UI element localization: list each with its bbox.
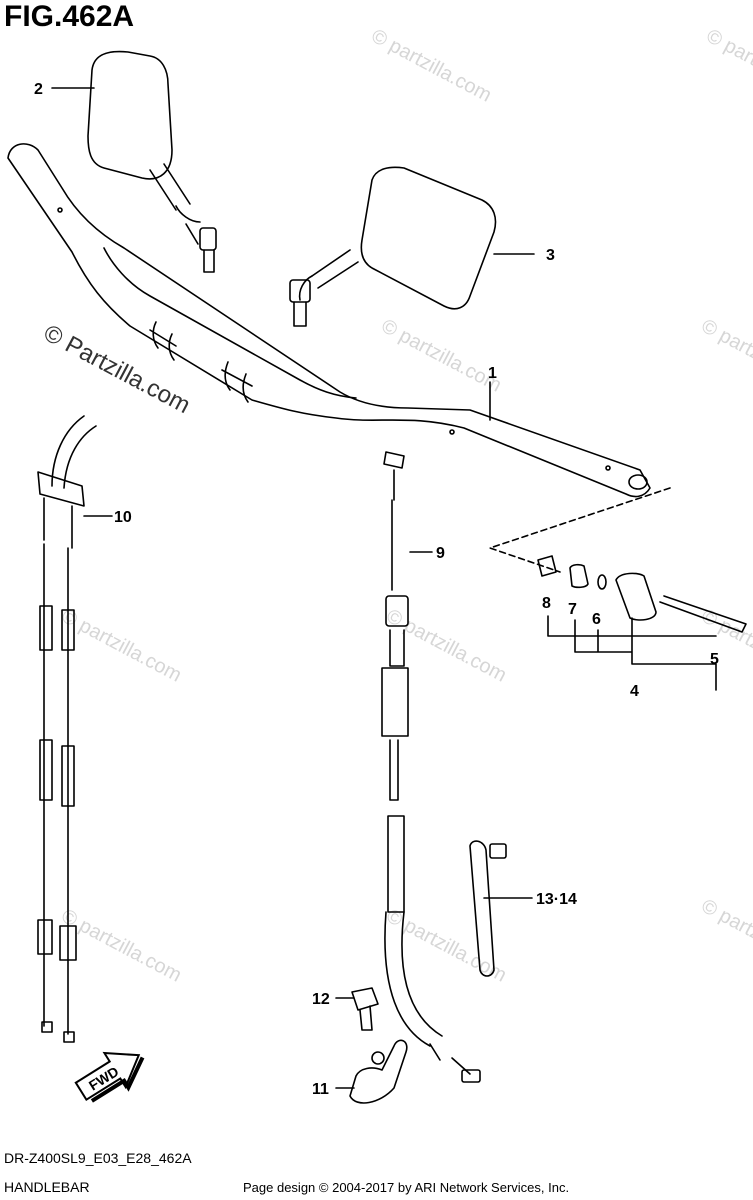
callout-5: 5 <box>710 651 719 668</box>
callout-13-14: 13·14 <box>536 891 577 908</box>
callout-6: 6 <box>592 611 601 628</box>
callout-9: 9 <box>436 545 445 562</box>
figure-name: HANDLEBAR <box>4 1179 90 1195</box>
callout-2: 2 <box>34 81 43 98</box>
cable-bracket-part <box>349 1039 408 1104</box>
figure-code: DR-Z400SL9_E03_E28_462A <box>4 1150 192 1166</box>
callout-1: 1 <box>488 365 497 382</box>
clamp-part <box>469 840 507 977</box>
watermark-tile: © partzilla.com <box>698 315 753 397</box>
callout-7: 7 <box>568 601 577 618</box>
callout-3: 3 <box>546 247 555 264</box>
figure-title: FIG.462A <box>4 0 135 33</box>
watermark-tile: © partzilla.com <box>368 25 495 107</box>
right-mirror-part <box>289 166 497 327</box>
watermark-tile: © partzilla.com <box>383 605 510 687</box>
clutch-cable-part <box>381 451 481 1083</box>
watermark-tile: © partzilla.com <box>698 895 753 977</box>
watermark-tile: © partzilla.com <box>378 315 505 397</box>
throttle-cable-part <box>37 415 97 1043</box>
watermark-tile: © partzilla.com <box>58 605 185 687</box>
left-mirror-part <box>87 50 217 273</box>
callout-10: 10 <box>114 509 132 526</box>
callout-leaders <box>51 87 535 1089</box>
bar-end-parts <box>537 555 747 691</box>
watermark-tile: © partzilla.com <box>703 25 753 107</box>
callout-12: 12 <box>312 991 330 1008</box>
bolt-part <box>351 987 379 1031</box>
callout-11: 11 <box>312 1081 329 1098</box>
forward-arrow-icon: FWD <box>74 1051 145 1103</box>
callout-8: 8 <box>542 595 551 612</box>
footer-credit: Page design © 2004-2017 by ARI Network S… <box>243 1180 570 1195</box>
callout-4: 4 <box>630 683 639 700</box>
assembly-leader <box>489 487 671 573</box>
handlebar-part <box>7 143 651 498</box>
